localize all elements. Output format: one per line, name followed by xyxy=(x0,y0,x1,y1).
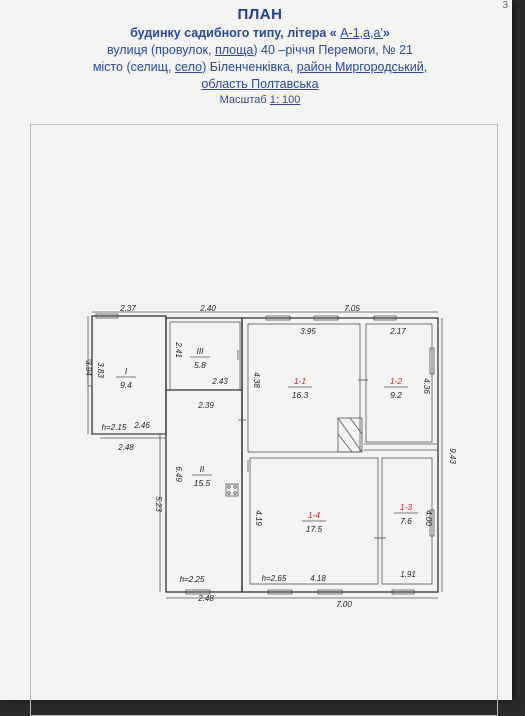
dim-left-523: 5.23 xyxy=(154,496,163,512)
floor-plan: 2.37 2.40 7.05 3.95 2.17 3.94 3.83 2.41 … xyxy=(84,304,457,609)
dim-bottom-700: 7.00 xyxy=(336,600,352,609)
dim-r11-438: 4.38 xyxy=(252,372,261,388)
boiler-dot-4 xyxy=(233,491,237,495)
window-3 xyxy=(313,315,339,321)
document-sheet: 3 ПЛАН будинку садибного типу, літера « … xyxy=(0,0,512,716)
window-7 xyxy=(267,589,293,595)
room-i-area: 9.4 xyxy=(120,380,132,390)
document-header: ПЛАН будинку садибного типу, літера « А-… xyxy=(0,6,520,106)
room-1-1-area: 16.3 xyxy=(292,390,309,400)
dim-left-394: 3.94 xyxy=(84,360,93,376)
dim-r14-419: 4.19 xyxy=(254,510,263,526)
street-suffix: ) 40 –річчя Перемоги, № 21 xyxy=(253,43,414,57)
room-1-2-id: 1-2 xyxy=(390,376,403,386)
settlement-prefix: місто (селищ, xyxy=(92,60,172,74)
dim-h215: h=2.15 xyxy=(102,423,127,432)
dim-h265: h=2.65 xyxy=(262,574,287,583)
street-line: вулиця (провулок, площа) 40 –річчя Перем… xyxy=(0,43,520,57)
wall-room-1-4 xyxy=(249,457,379,585)
window-1 xyxy=(95,313,119,319)
room-1-3-area: 7.6 xyxy=(400,516,412,526)
settlement-line: місто (селищ, село) Біленченківка, район… xyxy=(92,60,428,74)
dim-r13-191: 1.91 xyxy=(400,570,416,579)
wall-room-1-2 xyxy=(365,323,433,443)
dim-iii-241: 2.41 xyxy=(174,341,183,358)
building-type-line: будинку садибного типу, літера « А-1,а,а… xyxy=(0,26,520,40)
window-10 xyxy=(185,589,211,595)
dim-w248: 2.48 xyxy=(117,443,134,452)
room-1-3-id: 1-3 xyxy=(400,502,413,512)
room-ii-id: II xyxy=(200,464,205,474)
room-1-2-area: 9.2 xyxy=(390,390,402,400)
dim-r12-top: 2.17 xyxy=(389,327,406,336)
room-ii-area: 15.5 xyxy=(194,478,211,488)
boiler-dot-2 xyxy=(233,485,237,489)
stove-line-3 xyxy=(337,433,353,453)
dim-h225: h=2.25 xyxy=(180,575,205,584)
page-number: 3 xyxy=(502,0,508,11)
dim-top-left: 2.37 xyxy=(119,304,136,313)
dim-r13-400: 4.00 xyxy=(424,510,433,526)
dim-top-mid: 2.40 xyxy=(199,304,216,313)
building-litera: А-1,а,а' xyxy=(340,26,383,40)
oblast-name: область Полтавська xyxy=(201,77,319,91)
wall-room-1-3 xyxy=(381,457,433,585)
building-type-prefix: будинку садибного типу, літера « xyxy=(130,26,337,40)
stove-line-2 xyxy=(349,417,363,435)
dim-iii-243: 2.43 xyxy=(211,377,228,386)
dim-r11-top: 3.95 xyxy=(300,327,316,336)
scale-label: Масштаб xyxy=(219,94,267,106)
window-8 xyxy=(317,589,343,595)
dim-top-right: 7.05 xyxy=(344,304,360,313)
scale-line: Масштаб 1: 100 xyxy=(0,94,520,106)
room-i-id: I xyxy=(125,366,128,376)
room-1-4-area: 17.5 xyxy=(306,524,323,534)
window-2 xyxy=(265,315,291,321)
room-1-4-id: 1-4 xyxy=(308,510,321,520)
window-9 xyxy=(391,589,415,595)
room-iii-area: 5.8 xyxy=(194,360,206,370)
window-4 xyxy=(373,315,397,321)
dim-right-943: 9.43 xyxy=(448,448,457,464)
street-prefix: вулиця (провулок, xyxy=(106,43,212,57)
dim-bottom-248: 2.48 xyxy=(197,594,214,603)
dim-w246: 2.46 xyxy=(133,421,150,430)
stove-line-1 xyxy=(337,417,363,453)
settlement-name: ) Біленченківка xyxy=(202,60,290,74)
dim-r12-436: 4.36 xyxy=(422,378,431,394)
window-5 xyxy=(429,347,435,375)
room-iii-id: III xyxy=(196,346,204,356)
district-name: район Миргородський, xyxy=(296,60,428,74)
dim-ii-239: 2.39 xyxy=(197,401,214,410)
settlement-selo: село xyxy=(174,60,203,74)
boiler-dot-3 xyxy=(227,491,231,495)
wall-main-house xyxy=(241,317,439,593)
boiler-icon xyxy=(225,483,239,497)
scale-value: 1: 100 xyxy=(269,94,301,106)
boiler-dot-1 xyxy=(227,485,231,489)
window-6 xyxy=(429,509,435,537)
oblast-line: область Полтавська xyxy=(0,77,520,91)
dim-r14-418: 4.18 xyxy=(310,574,326,583)
building-type-suffix: » xyxy=(382,26,390,40)
dim-left-383: 3.83 xyxy=(96,362,105,378)
wall-room-1-1 xyxy=(247,323,361,453)
dim-ii-649: 6.49 xyxy=(174,466,183,482)
room-1-1-id: 1-1 xyxy=(294,376,307,386)
street-ploshcha: площа xyxy=(214,43,254,57)
plan-title: ПЛАН xyxy=(237,6,283,23)
